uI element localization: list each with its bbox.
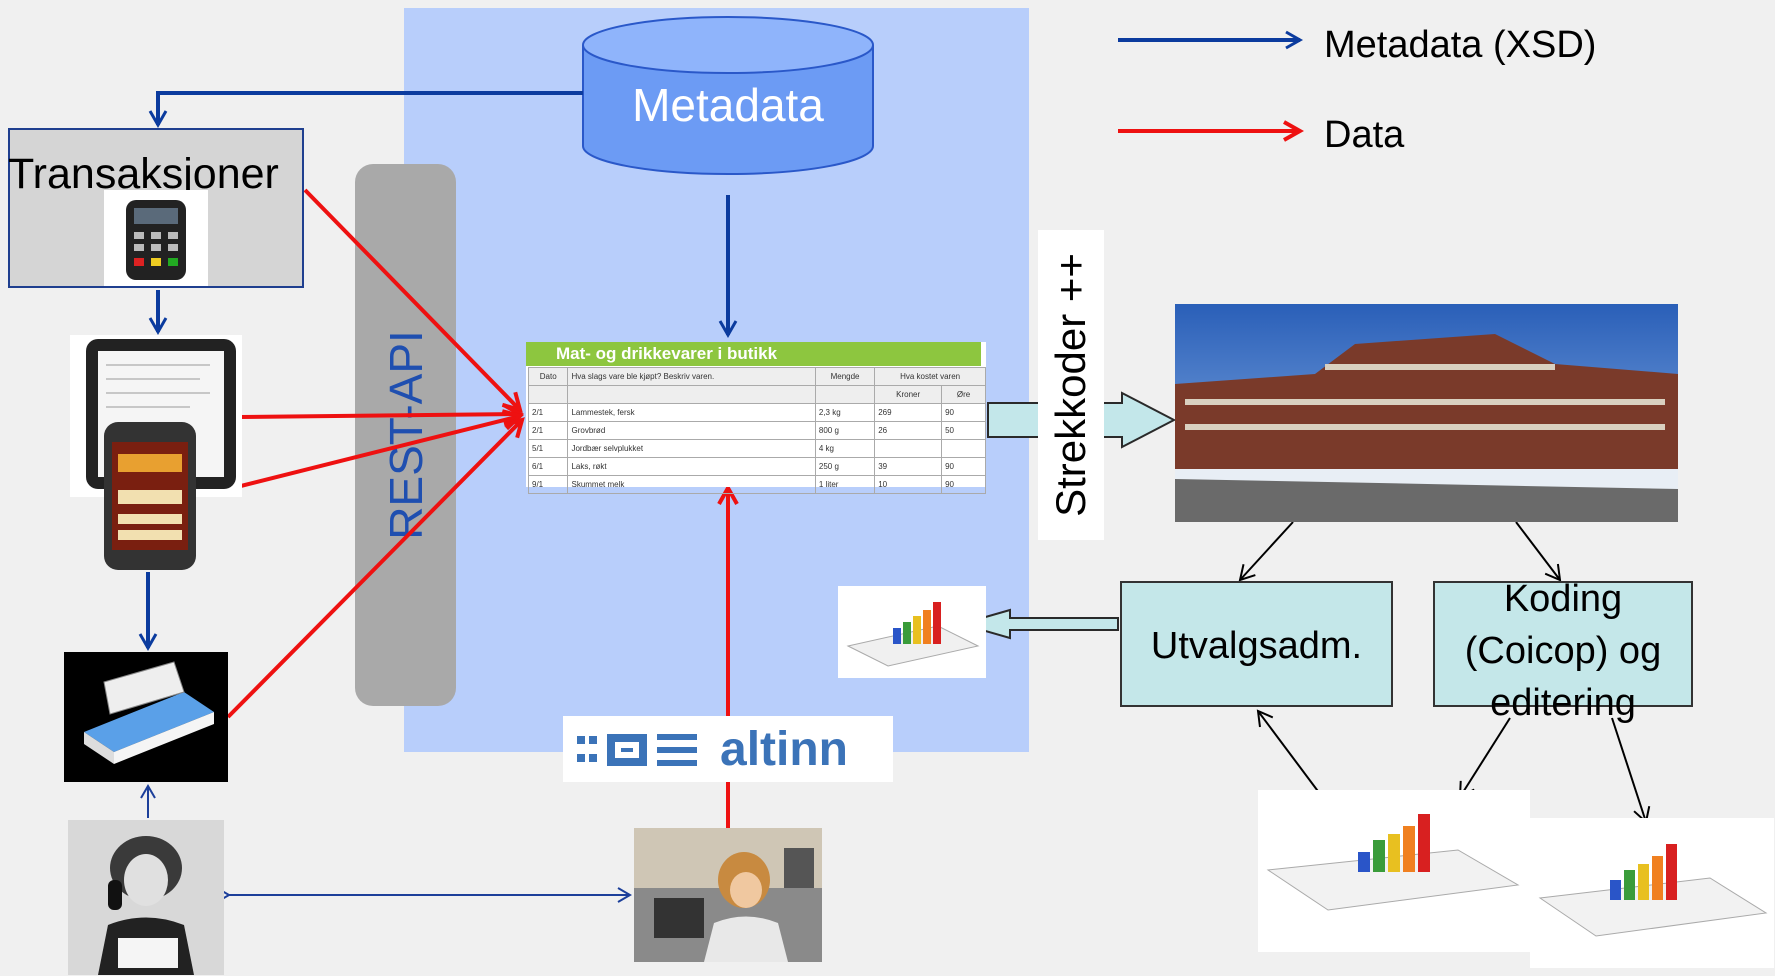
cell-dato: 9/1 <box>527 475 569 494</box>
phone-data-arrow <box>204 416 520 497</box>
altinn-wordmark: altinn <box>720 723 848 776</box>
metadata-database-icon <box>582 16 874 175</box>
koding-to-report2-arrow <box>1611 717 1651 824</box>
utvalgsadm-box <box>1120 581 1393 707</box>
report-chart-small-icon <box>1530 818 1774 968</box>
altinn-logo-mark-icon <box>577 734 697 766</box>
cell-ore: 90 <box>941 403 986 422</box>
metadata-label: Metadata <box>632 79 824 131</box>
report-chart-large-icon <box>1258 790 1530 952</box>
form-header-dato: Dato <box>527 367 569 386</box>
survey-form-title: Mat- og drikkevarer i butikk <box>526 342 981 366</box>
utvalgsadm-label: Utvalgsadm. <box>1150 625 1363 667</box>
cell-vare: Lammestek, fersk <box>567 403 816 422</box>
cell-kroner: 26 <box>874 421 943 440</box>
strekkoder-label: Strekkoder ++ <box>1047 253 1094 517</box>
cell-mengde: 4 kg <box>814 439 876 458</box>
cell-mengde: 800 g <box>814 421 876 440</box>
koding-box <box>1433 581 1693 707</box>
cell-dato: 5/1 <box>527 439 569 458</box>
metadata-to-transaksjoner-arrow <box>148 91 583 129</box>
building-to-utvalg-arrow <box>1238 521 1294 582</box>
form-subheader-row: Kroner Øre <box>527 385 986 404</box>
telephone-interview-photo <box>68 820 224 975</box>
scanner-data-arrow <box>226 420 522 719</box>
smartphone-icon <box>102 420 198 572</box>
office-building-photo <box>1175 304 1678 522</box>
scanner-icon <box>64 652 228 782</box>
form-header-kroner: Kroner <box>874 385 943 404</box>
survey-form-table: Dato Hva slags vare ble kjøpt? Beskriv v… <box>527 367 986 494</box>
form-header-kostnad: Hva kostet varen <box>874 367 986 386</box>
cell-kroner: 10 <box>874 475 943 494</box>
strekkoder-label-wrap: Strekkoder ++ <box>1038 230 1104 540</box>
cell-vare: Skummet melk <box>567 475 816 494</box>
cell-ore <box>941 439 986 458</box>
koding-label-line-1: Koding <box>1503 578 1623 620</box>
koding-label-line-3: editering <box>1490 682 1636 724</box>
transaksjoner-data-arrow <box>303 188 520 410</box>
cell-kroner: 39 <box>874 457 943 476</box>
payment-terminal-icon <box>104 190 208 286</box>
cell-kroner: 269 <box>874 403 943 422</box>
cell-dato: 2/1 <box>527 403 569 422</box>
strekkoder-background <box>1038 230 1104 540</box>
legend-metadata-label: Metadata (XSD) <box>1324 24 1597 66</box>
form-header-ore: Øre <box>941 385 986 404</box>
table-row: 6/1 Laks, røkt 250 g 39 90 <box>527 457 986 476</box>
cell-mengde: 250 g <box>814 457 876 476</box>
table-row: 5/1 Jordbær selvplukket 4 kg <box>527 439 986 458</box>
koding-label-line-2: (Coicop) og <box>1464 630 1662 672</box>
cell-kroner <box>874 439 943 458</box>
cell-ore: 90 <box>941 457 986 476</box>
altinn-logo <box>563 716 893 782</box>
form-header-beskrivelse: Hva slags vare ble kjøpt? Beskriv varen. <box>567 367 816 386</box>
cell-mengde: 2,3 kg <box>814 403 876 422</box>
call-center-photo <box>634 828 822 962</box>
cell-mengde: 1 liter <box>814 475 876 494</box>
koding-label: Koding (Coicop) og editering <box>1433 573 1693 729</box>
cell-ore: 90 <box>941 475 986 494</box>
cell-vare: Jordbær selvplukket <box>567 439 816 458</box>
cell-ore: 50 <box>941 421 986 440</box>
cell-dato: 6/1 <box>527 457 569 476</box>
legend-data-label: Data <box>1324 114 1405 156</box>
form-header-row: Dato Hva slags vare ble kjøpt? Beskriv v… <box>527 367 986 386</box>
table-row: 2/1 Grovbrød 800 g 26 50 <box>527 421 986 440</box>
tablet-data-arrow <box>239 414 520 417</box>
koding-to-report-arrow <box>1458 717 1511 799</box>
cell-vare: Laks, røkt <box>567 457 816 476</box>
form-header-mengde: Mengde <box>814 367 876 386</box>
table-row: 9/1 Skummet melk 1 liter 10 90 <box>527 475 986 494</box>
building-to-koding-arrow <box>1515 521 1562 582</box>
cell-dato: 2/1 <box>527 421 569 440</box>
cell-vare: Grovbrød <box>567 421 816 440</box>
report-chart-icon <box>838 586 986 678</box>
table-row: 2/1 Lammestek, fersk 2,3 kg 269 90 <box>527 403 986 422</box>
